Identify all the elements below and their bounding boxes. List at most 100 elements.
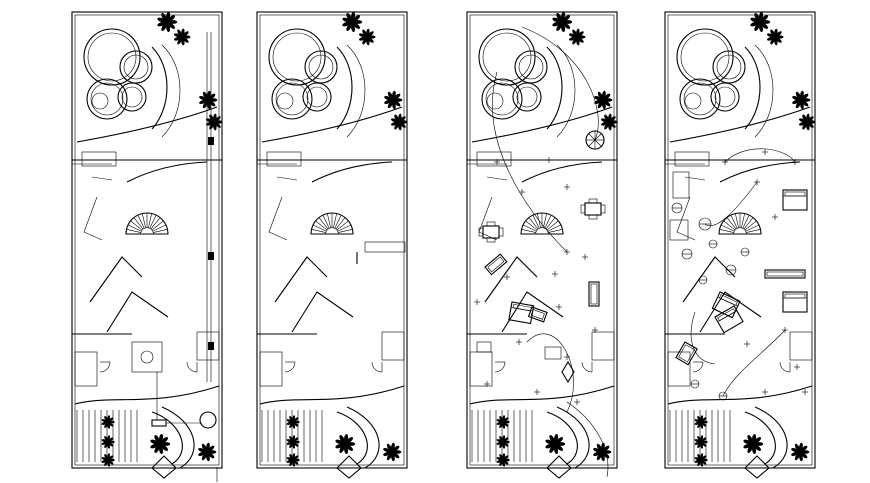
door-arc [99, 361, 111, 373]
leaf [802, 123, 807, 130]
leaf [697, 442, 701, 448]
plant-core [797, 449, 803, 455]
leaf [499, 442, 503, 448]
leaf [108, 417, 114, 422]
pool-lobe-inner [485, 82, 519, 116]
door-arc [186, 361, 198, 373]
plant-core [106, 440, 110, 444]
sofa-seat [678, 344, 695, 363]
leaf [293, 442, 299, 447]
leaf [107, 461, 111, 467]
leaf [209, 114, 214, 121]
leaf [104, 460, 108, 466]
plant-symbol [342, 11, 363, 33]
leaf [701, 417, 707, 422]
plant-symbol [358, 28, 376, 46]
plant-symbol [496, 453, 510, 467]
leaf [157, 21, 166, 27]
front-boundary [259, 385, 405, 405]
leaf [802, 100, 809, 107]
light-point [592, 327, 598, 333]
pool-lobe [271, 78, 313, 120]
terrace-edge [76, 106, 218, 143]
pool-lobe-inner [516, 86, 538, 108]
bed-pillow [784, 293, 806, 299]
leaf [503, 437, 509, 442]
plant-core [607, 120, 611, 124]
leaf [108, 460, 114, 465]
leaf [394, 114, 399, 121]
leaf [754, 442, 764, 446]
leaf [286, 459, 292, 463]
leaf [168, 20, 178, 24]
plant-symbol [798, 113, 816, 131]
pool-lobe [710, 82, 740, 112]
stair-tread [336, 220, 349, 231]
stair-tread [742, 214, 750, 229]
closet [672, 171, 690, 199]
table-top [584, 202, 602, 216]
spiral-stair [310, 212, 354, 235]
leaf [166, 23, 171, 33]
leaf [394, 93, 401, 100]
leaf [556, 444, 564, 451]
leaf [394, 100, 401, 107]
chair [486, 221, 496, 227]
leaf [292, 423, 296, 429]
leaf [159, 445, 164, 455]
stair-tread [333, 213, 337, 228]
umbrella-rib [594, 139, 602, 147]
leaf [761, 22, 769, 29]
stair-tread [130, 220, 143, 231]
leaf [694, 459, 700, 463]
lamp [708, 239, 718, 249]
leaf [608, 123, 612, 131]
umbrella-rib [594, 133, 602, 141]
entry-arc [719, 161, 801, 183]
entry-arc [126, 161, 208, 183]
pool-lobe-inner [683, 82, 717, 116]
sofa [484, 253, 508, 276]
plant-core [699, 420, 703, 424]
stair-tread [153, 229, 168, 233]
leaf [802, 93, 809, 100]
pool-lobe [86, 78, 128, 120]
leaf [556, 442, 566, 446]
leaf [393, 445, 400, 452]
outer-wall-inner [259, 14, 405, 466]
leaf [694, 441, 700, 445]
leaf [578, 35, 586, 39]
leaf [795, 91, 801, 99]
leaf [367, 37, 374, 43]
leaf [346, 442, 356, 446]
leaf [213, 123, 217, 131]
lamp [725, 264, 737, 276]
stair-tread [338, 229, 353, 233]
pool-lobe [304, 50, 338, 84]
leaf [393, 450, 402, 454]
kitchen-wall [684, 176, 706, 181]
leaf [289, 422, 293, 428]
leaf [609, 122, 616, 128]
stair-tread [746, 229, 761, 233]
dining-table [580, 198, 606, 220]
sofa [764, 269, 806, 279]
door-swing [99, 361, 111, 373]
stair-tread [532, 214, 540, 229]
leaf [604, 93, 611, 100]
leaf [154, 445, 160, 453]
leaf [775, 31, 782, 37]
light-point [516, 339, 522, 345]
pool-lobe-inner [87, 32, 137, 82]
leaf [499, 454, 503, 460]
stair-tread [322, 214, 330, 229]
leaf [549, 445, 555, 453]
spiral-stair [520, 212, 564, 235]
leaf [556, 437, 564, 444]
leaf [602, 101, 606, 110]
leaf [807, 116, 814, 122]
entry-canopy [561, 360, 575, 384]
plant-symbol [198, 442, 217, 462]
partition-thin [268, 196, 288, 241]
pool-lobe-inner [121, 86, 143, 108]
